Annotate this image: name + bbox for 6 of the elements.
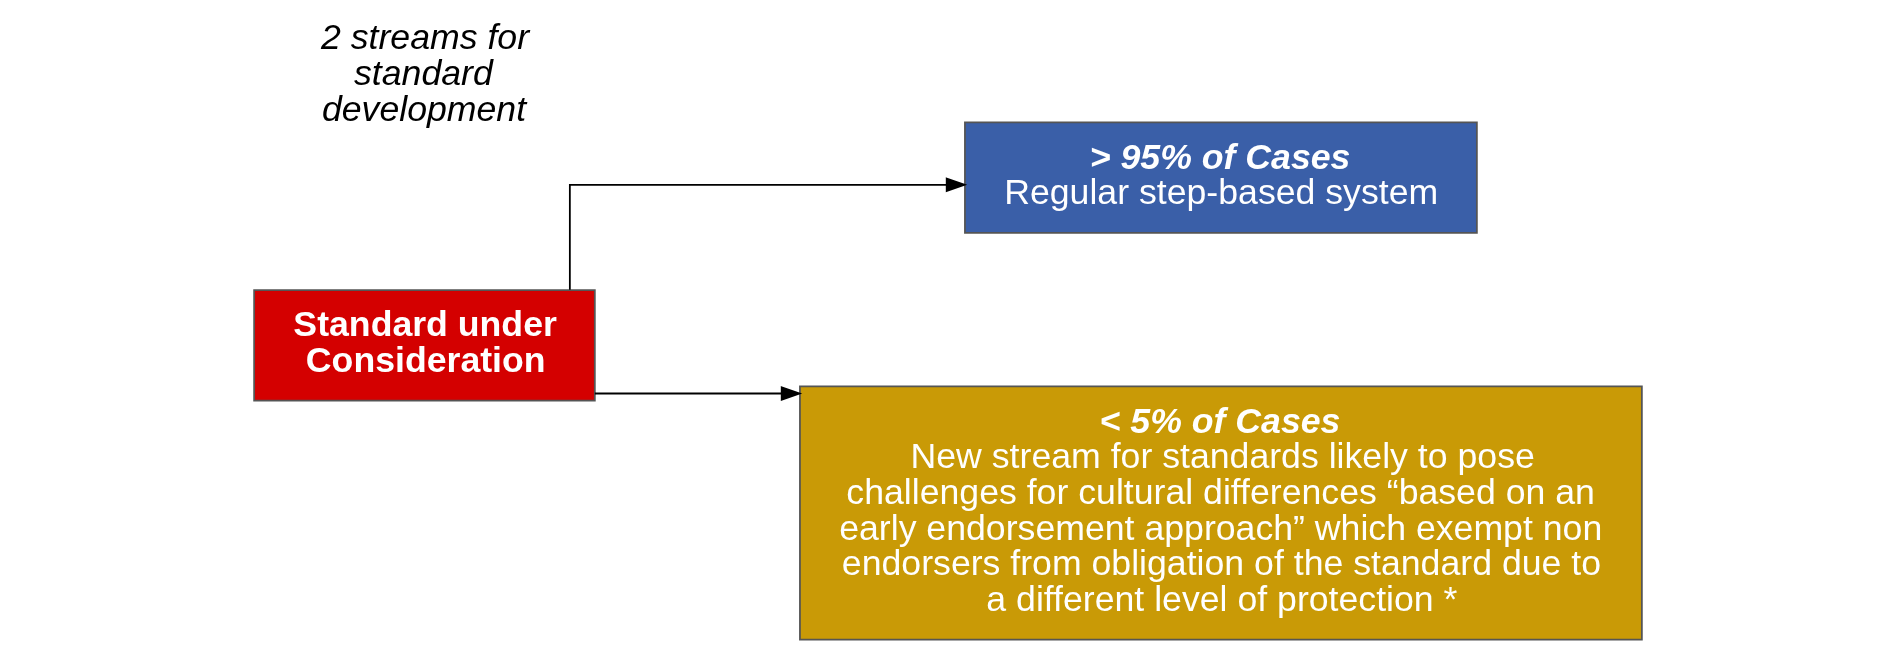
node-box: Standard under Consideration: [253, 289, 596, 402]
node-box: < 5% of Cases New stream for standards likely to pose challenges for cultural differences “based on an early endorsement approach” which exempt non endorsers from obligation of the standard due to a different level of protection *: [799, 385, 1643, 641]
arrow: [568, 177, 968, 291]
arrow: [593, 386, 803, 401]
node-box: > 95% of Cases Regular step-based system: [964, 121, 1478, 234]
label: 2 streams for standard development: [321, 17, 530, 129]
